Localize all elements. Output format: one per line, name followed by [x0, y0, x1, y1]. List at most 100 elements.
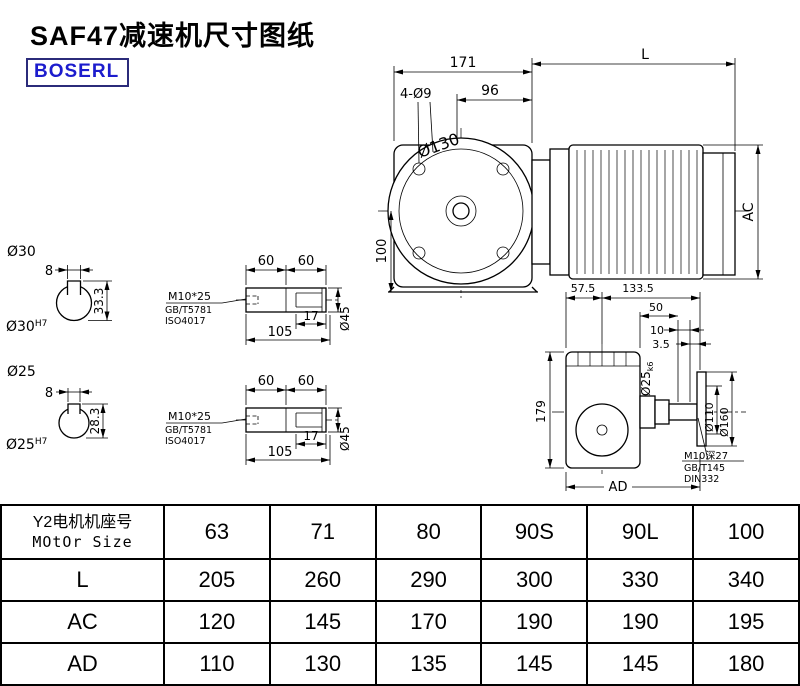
row-label-AD: AD	[0, 642, 165, 686]
size-col-80: 80	[374, 504, 483, 560]
size-col-100: 100	[692, 504, 800, 560]
table-row-L: L 205 260 290 300 330 340	[0, 558, 800, 602]
output-shaft	[668, 403, 698, 421]
label-bolt-std2: ISO4017	[165, 316, 206, 327]
cell-AC-80: 170	[374, 600, 483, 644]
page-title: SAF47减速机尺寸图纸	[30, 21, 316, 51]
flange-outer-circle	[387, 137, 535, 285]
dim-133-5: 133.5	[622, 282, 654, 295]
cell-AC-100: 195	[692, 600, 800, 644]
dim-60: 60	[258, 254, 275, 269]
dim-171: 171	[450, 55, 477, 71]
size-col-63: 63	[163, 504, 271, 560]
dim-L: L	[641, 47, 649, 63]
cell-AD-90S: 145	[480, 642, 589, 686]
cell-AC-71: 145	[268, 600, 377, 644]
output-boss-circle	[575, 403, 629, 457]
header-cn: Y2电机机座号	[32, 514, 133, 531]
label-tap-spec: M10深27	[684, 450, 728, 462]
dim-100: 100	[375, 239, 390, 264]
header-en: MOtOr Size	[32, 533, 133, 551]
dim-105: 105	[268, 325, 293, 340]
cell-AC-90L: 190	[586, 600, 695, 644]
shaft-view-1: 60 60 17 105 Ø45 M10*25 GB/T5781 ISO4017	[165, 254, 352, 345]
motor-fan-cover	[702, 152, 736, 276]
dim-key-width: 8	[45, 386, 53, 401]
dim-105: 105	[268, 445, 293, 460]
label-bolt-std2: ISO4017	[165, 436, 206, 447]
label-bolt-std1: GB/T5781	[165, 305, 212, 316]
table-header-row: Y2电机机座号 MOtOr Size 63 71 80 90S 90L 100	[0, 504, 800, 560]
front-view-dimensions: 171 L 96 4-Ø9 Ø130 100 AC	[375, 47, 763, 292]
boserl-logo: BOSERL	[26, 58, 130, 87]
keyway-25	[67, 403, 81, 414]
front-view-motor	[531, 144, 736, 280]
label-d30: Ø30	[7, 244, 36, 260]
cell-AD-100: 180	[692, 642, 800, 686]
dim-60: 60	[258, 374, 275, 389]
bore-section-d30: Ø30 8 33.3 Ø30H7	[6, 244, 112, 335]
dim-60: 60	[298, 254, 315, 269]
shaft-hub-circle	[445, 195, 477, 227]
motor-size-header-cell: Y2电机机座号 MOtOr Size	[0, 504, 165, 560]
shaft-bore-circle	[452, 202, 470, 220]
label-tap-std1: GB/T145	[684, 463, 725, 474]
dimension-table: Y2电机机座号 MOtOr Size 63 71 80 90S 90L 100 …	[0, 504, 800, 686]
dim-d45: Ø45	[338, 426, 352, 451]
dim-10: 10	[650, 324, 664, 337]
dim-96: 96	[481, 83, 499, 99]
table-row-AD: AD 110 130 135 145 145 180	[0, 642, 800, 686]
dim-shaft-dia: Ø25k6	[639, 362, 655, 396]
label-d30-h7: Ø30H7	[6, 319, 47, 335]
label-bolt-spec: M10*25	[168, 410, 211, 423]
bolt-hole	[412, 246, 426, 260]
table-row-AC: AC 120 145 170 190 190 195	[0, 600, 800, 644]
dim-d45: Ø45	[338, 306, 352, 331]
cell-AD-63: 110	[163, 642, 271, 686]
dim-17: 17	[303, 429, 318, 443]
row-label-L: L	[0, 558, 165, 602]
dim-bolt-holes: 4-Ø9	[400, 87, 431, 102]
dim-3-5: 3.5	[652, 338, 670, 351]
flange-inner-circle	[398, 148, 524, 274]
dim-60: 60	[298, 374, 315, 389]
row-label-AC: AC	[0, 600, 165, 644]
dim-17: 17	[303, 309, 318, 323]
dim-AD: AD	[609, 480, 628, 495]
cell-AD-80: 135	[374, 642, 483, 686]
dim-key-width: 8	[45, 264, 53, 279]
cell-L-71: 260	[268, 558, 377, 602]
size-col-90L: 90L	[586, 504, 695, 560]
dim-57-5: 57.5	[571, 282, 596, 295]
bolt-hole	[496, 246, 510, 260]
cell-AD-71: 130	[268, 642, 377, 686]
size-col-90S: 90S	[480, 504, 589, 560]
shaft-view-2: 60 60 17 105 Ø45 M10*25 GB/T5781 ISO4017	[165, 374, 352, 465]
label-tap-std2: DIN332	[684, 474, 719, 485]
cell-L-80: 290	[374, 558, 483, 602]
label-bolt-std1: GB/T5781	[165, 425, 212, 436]
dim-d160: Ø160	[718, 407, 731, 437]
output-flange	[696, 371, 707, 447]
dim-AC: AC	[741, 202, 757, 221]
size-col-71: 71	[268, 504, 377, 560]
label-bolt-spec: M10*25	[168, 290, 211, 303]
cell-AC-90S: 190	[480, 600, 589, 644]
cell-AC-63: 120	[163, 600, 271, 644]
cell-L-100: 340	[692, 558, 800, 602]
cell-L-90L: 330	[586, 558, 695, 602]
technical-drawing: 171 L 96 4-Ø9 Ø130 100 AC Ø30 8	[6, 47, 763, 495]
label-d25: Ø25	[7, 364, 36, 380]
side-view: 57.5 133.5 50 10 3.5 Ø25k6 Ø110 Ø160 179	[534, 282, 746, 495]
cell-L-63: 205	[163, 558, 271, 602]
motor-cooling-fins	[576, 150, 698, 274]
label-d25-h7: Ø25H7	[6, 437, 47, 453]
dimension-table-section: Y2电机机座号 MOtOr Size 63 71 80 90S 90L 100 …	[0, 504, 800, 686]
cell-AD-90L: 145	[586, 642, 695, 686]
cell-L-90S: 300	[480, 558, 589, 602]
dim-d110: Ø110	[703, 402, 716, 432]
dim-179: 179	[534, 400, 548, 423]
dim-50: 50	[649, 301, 663, 314]
keyway-30	[66, 280, 82, 295]
